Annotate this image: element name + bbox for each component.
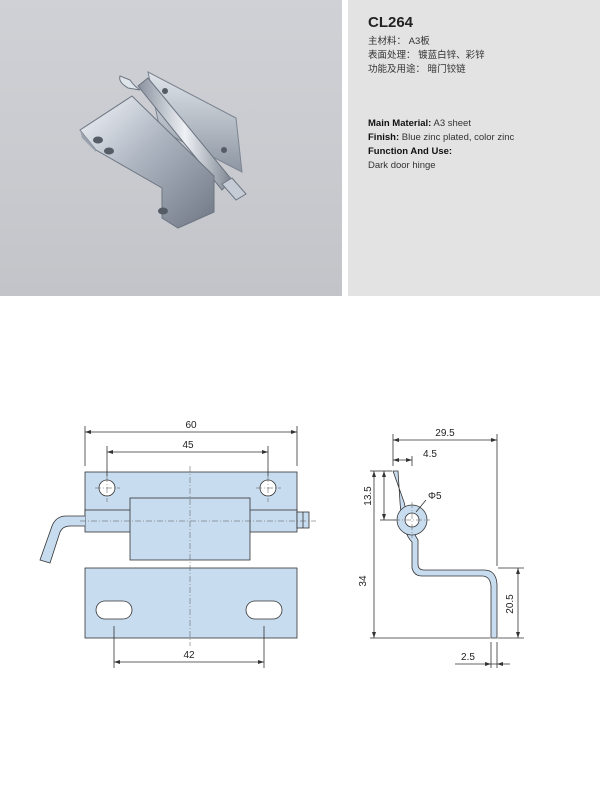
dim-side-13-5: 13.5 bbox=[363, 486, 374, 506]
model-number: CL264 bbox=[368, 14, 414, 31]
en-use-line: Function And Use: bbox=[368, 146, 452, 157]
en-use-value-line: Dark door hinge bbox=[368, 160, 436, 171]
cn-use-line: 功能及用途： 暗门铰链 bbox=[368, 61, 466, 75]
cn-finish-line: 表面处理： 镀蓝白锌、彩锌 bbox=[368, 47, 485, 61]
dim-side-phi5: Φ5 bbox=[428, 491, 442, 502]
en-finish-line: Finish: Blue zinc plated, color zinc bbox=[368, 132, 514, 143]
dim-front-42: 42 bbox=[183, 650, 195, 661]
drawing-svg: 60 45 42 29.5 4.5 Φ5 13.5 34 20.5 2.5 bbox=[39, 420, 524, 668]
technical-drawing: 60 45 42 29.5 4.5 Φ5 13.5 34 20.5 2.5 bbox=[0, 296, 600, 782]
front-slot-right bbox=[245, 600, 283, 620]
cn-use-label: 功能及用途： bbox=[368, 64, 426, 75]
dim-front-60: 60 bbox=[185, 420, 197, 431]
front-slot-left bbox=[95, 600, 133, 620]
cn-material-value: A3板 bbox=[408, 36, 430, 47]
dim-side-2-5: 2.5 bbox=[461, 652, 475, 663]
side-view bbox=[370, 434, 524, 668]
hinge-photo-illustration bbox=[79, 71, 247, 229]
front-view bbox=[39, 426, 316, 668]
cn-use-value: 暗门铰链 bbox=[427, 64, 466, 75]
cn-material-line: 主材料： A3板 bbox=[368, 33, 430, 47]
cn-finish-label: 表面处理： bbox=[368, 50, 416, 61]
en-finish-label: Finish: bbox=[368, 132, 400, 143]
dim-front-45: 45 bbox=[182, 440, 194, 451]
en-material-label: Main Material: bbox=[368, 118, 432, 129]
en-material-value: A3 sheet bbox=[433, 118, 471, 129]
dim-side-4-5: 4.5 bbox=[423, 449, 437, 460]
cn-material-label: 主材料： bbox=[368, 36, 407, 47]
spec-panel: CL264 主材料： A3板 表面处理： 镀蓝白锌、彩锌 功能及用途： 暗门铰链… bbox=[348, 0, 600, 296]
product-photo bbox=[0, 0, 342, 296]
en-use-label: Function And Use: bbox=[368, 146, 453, 157]
dim-side-34: 34 bbox=[358, 575, 369, 587]
front-bent-handle bbox=[39, 515, 85, 564]
en-finish-value: Blue zinc plated, color zinc bbox=[401, 132, 515, 143]
dimension-arrows bbox=[85, 430, 520, 666]
side-profile bbox=[392, 470, 498, 639]
dim-side-20-5: 20.5 bbox=[505, 594, 516, 614]
en-use-value: Dark door hinge bbox=[368, 160, 436, 171]
en-material-line: Main Material: A3 sheet bbox=[368, 118, 471, 129]
cn-finish-value: 镀蓝白锌、彩锌 bbox=[418, 50, 485, 61]
dim-side-29-5: 29.5 bbox=[435, 428, 455, 439]
